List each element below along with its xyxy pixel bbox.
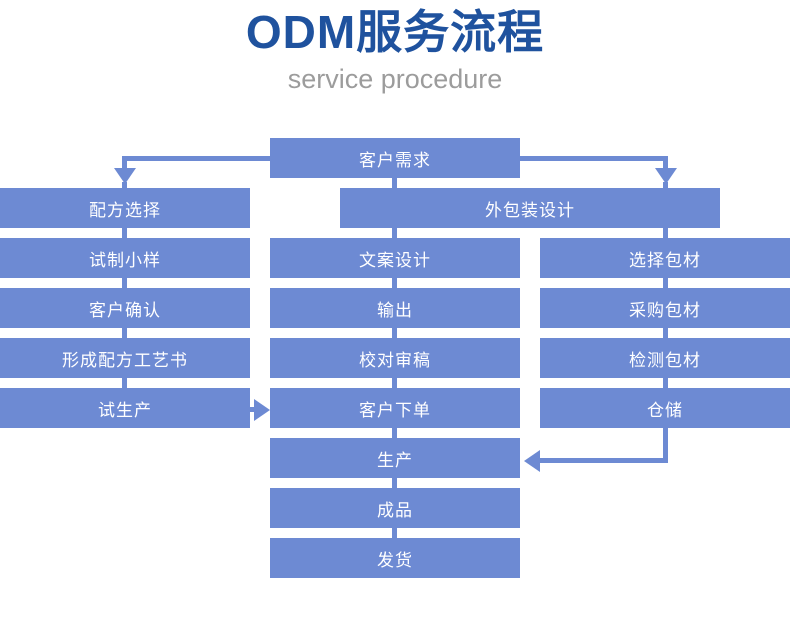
connector-top-to-package-design [392, 178, 397, 188]
connector-storage-to-production [540, 458, 668, 463]
connector-middle-3 [392, 328, 397, 338]
node-copywriting-design[interactable]: 文案设计 [270, 238, 520, 278]
node-trial-production[interactable]: 试生产 [0, 388, 250, 428]
connector-top-right-stub [663, 182, 668, 190]
node-trial-sample[interactable]: 试制小样 [0, 238, 250, 278]
connector-middle-6 [392, 478, 397, 488]
node-customer-confirmation[interactable]: 客户确认 [0, 288, 250, 328]
arrow-left-to-production [524, 450, 540, 472]
connector-left-3 [122, 328, 127, 338]
connector-middle-2 [392, 278, 397, 288]
connector-top-left-vertical [122, 156, 127, 172]
node-production[interactable]: 生产 [270, 438, 520, 478]
page-subtitle: service procedure [287, 64, 503, 94]
node-formula-selection[interactable]: 配方选择 [0, 188, 250, 228]
node-formula-process-document[interactable]: 形成配方工艺书 [0, 338, 250, 378]
node-storage[interactable]: 仓储 [540, 388, 790, 428]
node-package-design[interactable]: 外包装设计 [340, 188, 720, 228]
connector-top-right-horizontal [518, 156, 668, 161]
connector-right-3 [663, 328, 668, 338]
page-title: ODM服务流程 [245, 6, 545, 58]
arrow-down-to-formula-selection [114, 168, 136, 184]
connector-left-2 [122, 278, 127, 288]
node-finished-product[interactable]: 成品 [270, 488, 520, 528]
node-output[interactable]: 输出 [270, 288, 520, 328]
connector-right-4 [663, 378, 668, 388]
node-purchase-packaging-material[interactable]: 采购包材 [540, 288, 790, 328]
connector-middle-5 [392, 428, 397, 438]
node-customer-order[interactable]: 客户下单 [270, 388, 520, 428]
connector-middle-1 [392, 228, 397, 238]
node-customer-requirement[interactable]: 客户需求 [270, 138, 520, 178]
arrow-right-to-customer-order [254, 399, 270, 421]
connector-left-4 [122, 378, 127, 388]
arrow-down-to-package-design [655, 168, 677, 184]
connector-top-right-vertical [663, 156, 668, 172]
node-select-packaging-material[interactable]: 选择包材 [540, 238, 790, 278]
connector-top-left-horizontal [122, 156, 272, 161]
connector-middle-4 [392, 378, 397, 388]
connector-top-left-stub [122, 182, 127, 190]
connector-right-1 [663, 228, 668, 238]
node-inspect-packaging-material[interactable]: 检测包材 [540, 338, 790, 378]
connector-right-2 [663, 278, 668, 288]
connector-left-1 [122, 228, 127, 238]
node-proofreading-review[interactable]: 校对审稿 [270, 338, 520, 378]
connector-storage-down [663, 428, 668, 463]
node-delivery[interactable]: 发货 [270, 538, 520, 578]
connector-middle-7 [392, 528, 397, 538]
